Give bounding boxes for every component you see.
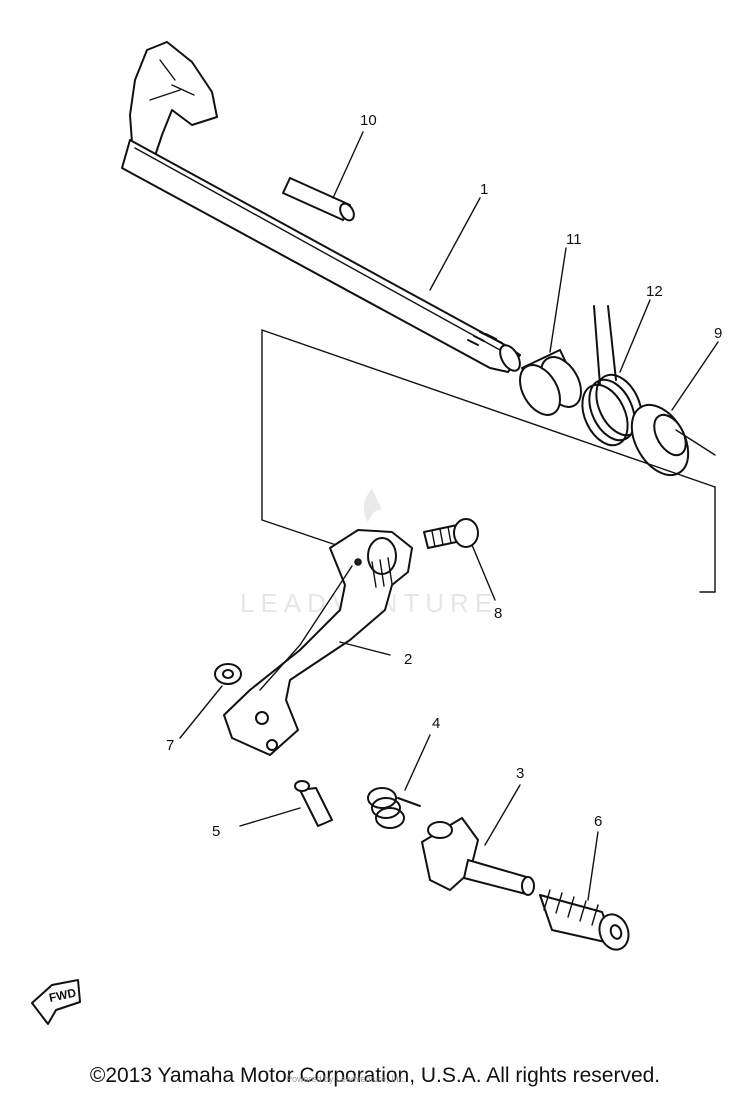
watermark-small-text: Powered by Leadventure, Inc. [286, 1074, 406, 1084]
spring [367, 787, 421, 829]
shift-pedal [223, 529, 413, 756]
callout-8: 8 [494, 605, 502, 622]
callout-9: 9 [714, 325, 722, 342]
fwd-label: FWD [48, 985, 78, 1004]
washer [214, 663, 242, 685]
rubber-grip [539, 889, 630, 951]
shift-shaft [121, 41, 521, 373]
oil-seal [630, 403, 716, 477]
callouts: 10 1 11 12 9 8 2 7 4 3 5 6 [166, 112, 722, 840]
pedal-end [421, 817, 535, 896]
collar [519, 349, 582, 416]
copyright-text: ©2013 Yamaha Motor Corporation, U.S.A. A… [89, 1064, 661, 1087]
callout-5: 5 [212, 823, 220, 840]
torsion-spring [581, 305, 643, 447]
callout-7: 7 [166, 737, 174, 754]
callout-10: 10 [360, 112, 377, 129]
callout-1: 1 [480, 181, 488, 198]
callout-12: 12 [646, 283, 663, 300]
fwd-arrow-icon: FWD [31, 979, 81, 1025]
callout-6: 6 [594, 813, 602, 830]
pivot-pin [294, 780, 333, 827]
callout-3: 3 [516, 765, 524, 782]
exploded-view-lines [261, 329, 716, 593]
dowel-pin [282, 177, 355, 222]
callout-4: 4 [432, 715, 440, 732]
callout-2: 2 [404, 651, 412, 668]
leader-lines [179, 131, 719, 901]
callout-11: 11 [566, 231, 582, 248]
bolt [423, 518, 479, 549]
